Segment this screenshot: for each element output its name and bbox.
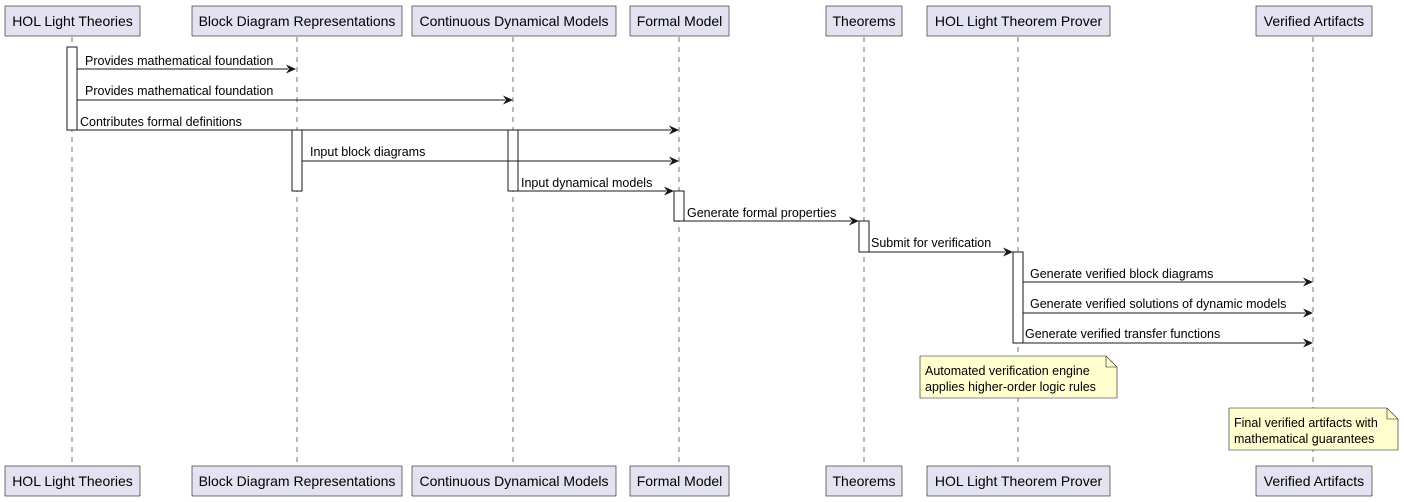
participant-label: Block Diagram Representations	[199, 473, 396, 489]
participant-block-diagram-representations: Block Diagram Representations	[191, 5, 403, 37]
activation-hol-light-theorem-prover	[1012, 251, 1024, 344]
note-verification-engine: Automated verification engine applies hi…	[919, 355, 1118, 399]
message-label: Contributes formal definitions	[80, 115, 242, 129]
participant-label: Theorems	[832, 13, 895, 29]
message: Generate formal properties	[679, 206, 859, 226]
note-verified-artifacts: Final verified artifacts with mathematic…	[1228, 407, 1399, 451]
arrowhead	[849, 216, 859, 226]
participant-formal-model: Formal Model	[629, 465, 730, 497]
message: Submit for verification	[864, 236, 1013, 257]
participant-hol-light-theories: HOL Light Theories	[4, 5, 141, 37]
participant-label: Formal Model	[637, 13, 723, 29]
activation-theorems	[858, 220, 870, 253]
message-label: Generate formal properties	[687, 206, 836, 220]
lifelines	[71, 37, 1314, 466]
participant-label: Theorems	[832, 473, 895, 489]
arrowhead	[669, 125, 679, 135]
arrowhead	[1303, 338, 1313, 348]
participant-label: Block Diagram Representations	[199, 13, 396, 29]
participant-label: HOL Light Theories	[12, 473, 133, 489]
message-label: Submit for verification	[871, 236, 991, 250]
participant-continuous-dynamical-models: Continuous Dynamical Models	[411, 465, 617, 497]
participants-top: HOL Light Theories Block Diagram Represe…	[4, 5, 1373, 37]
participant-formal-model: Formal Model	[629, 5, 730, 37]
message-label: Generate verified solutions of dynamic m…	[1030, 297, 1286, 311]
participant-hol-light-theorem-prover: HOL Light Theorem Prover	[926, 5, 1111, 37]
message: Provides mathematical foundation	[77, 54, 296, 74]
participant-label: Formal Model	[637, 473, 723, 489]
participant-hol-light-theories: HOL Light Theories	[4, 465, 141, 497]
participant-hol-light-theorem-prover: HOL Light Theorem Prover	[926, 465, 1111, 497]
participant-theorems: Theorems	[825, 5, 903, 37]
message-label: Generate verified block diagrams	[1030, 267, 1213, 281]
participant-label: HOL Light Theorem Prover	[935, 13, 1103, 29]
arrowhead	[1303, 308, 1313, 318]
activation-hol-light-theories	[66, 46, 78, 131]
activation-formal-model	[673, 190, 685, 222]
participant-theorems: Theorems	[825, 465, 903, 497]
activation-block-diagram-representations	[291, 129, 303, 192]
participant-label: Continuous Dynamical Models	[419, 13, 608, 29]
message-label: Input dynamical models	[521, 176, 652, 190]
message: Provides mathematical foundation	[77, 84, 513, 105]
participants-bottom: HOL Light Theories Block Diagram Represe…	[4, 465, 1373, 497]
message: Contributes formal definitions	[72, 115, 679, 135]
arrowhead	[1003, 247, 1013, 257]
note-line: applies higher-order logic rules	[925, 380, 1096, 394]
message: Generate verified transfer functions	[1018, 327, 1313, 348]
participant-verified-artifacts: Verified Artifacts	[1255, 5, 1373, 37]
participant-label: Continuous Dynamical Models	[419, 473, 608, 489]
message: Input dynamical models	[513, 176, 674, 196]
participant-continuous-dynamical-models: Continuous Dynamical Models	[411, 5, 617, 37]
message: Generate verified solutions of dynamic m…	[1023, 297, 1313, 318]
note-line: mathematical guarantees	[1234, 432, 1374, 446]
arrowhead	[669, 156, 679, 166]
arrowhead	[664, 186, 674, 196]
note-line: Final verified artifacts with	[1234, 416, 1378, 430]
participant-label: HOL Light Theorem Prover	[935, 473, 1103, 489]
participant-block-diagram-representations: Block Diagram Representations	[191, 465, 403, 497]
participant-label: Verified Artifacts	[1264, 473, 1364, 489]
message-label: Input block diagrams	[310, 145, 425, 159]
message-label: Provides mathematical foundation	[85, 84, 273, 98]
message-label: Provides mathematical foundation	[85, 54, 273, 68]
arrowhead	[286, 64, 296, 74]
note-line: Automated verification engine	[925, 364, 1090, 378]
message: Input block diagrams	[302, 145, 679, 166]
arrowhead	[1303, 277, 1313, 287]
arrowhead	[503, 95, 513, 105]
message-label: Generate verified transfer functions	[1025, 327, 1220, 341]
participant-label: HOL Light Theories	[12, 13, 133, 29]
messages: Provides mathematical foundation Provide…	[72, 54, 1313, 348]
participant-verified-artifacts: Verified Artifacts	[1255, 465, 1373, 497]
message: Generate verified block diagrams	[1023, 267, 1313, 287]
participant-label: Verified Artifacts	[1264, 13, 1364, 29]
